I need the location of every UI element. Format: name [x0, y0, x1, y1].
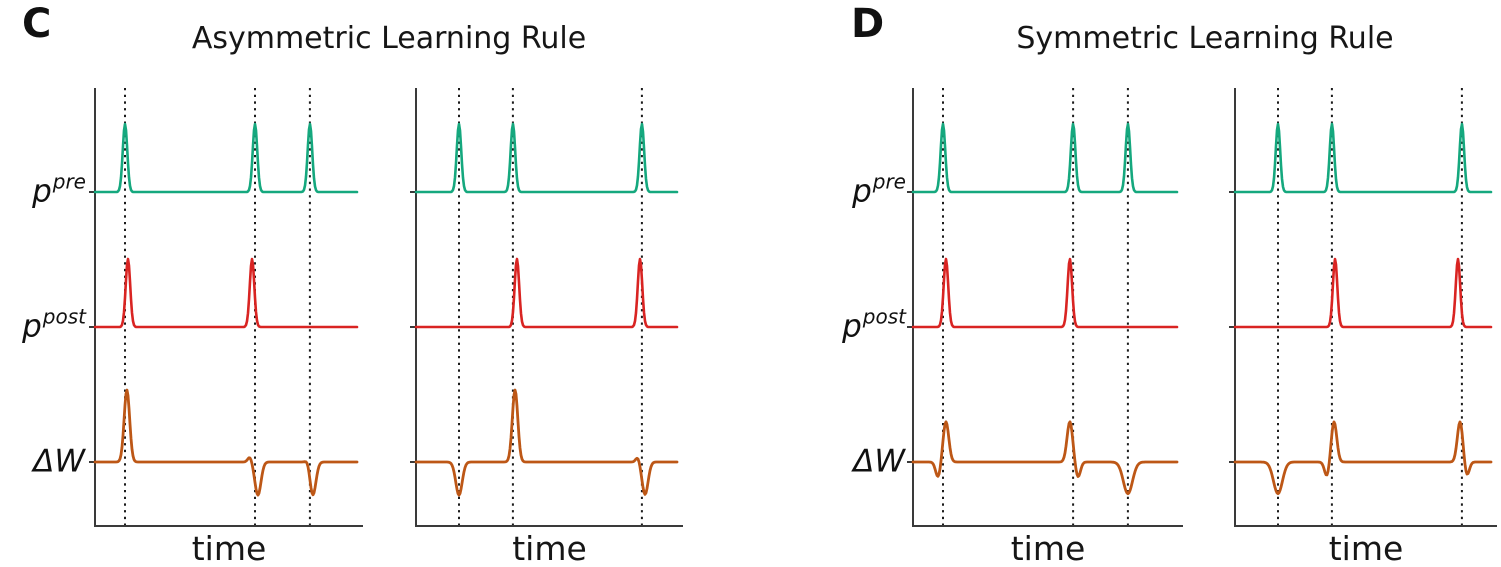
x-axis-label: time [512, 529, 587, 567]
panel-letter: D [851, 1, 885, 47]
x-axis-label: time [1010, 529, 1086, 567]
panel-title: Asymmetric Learning Rule [191, 21, 587, 56]
row-label-pre: ppre [852, 172, 906, 210]
panel-letter: C [22, 1, 52, 47]
axis-spine [912, 88, 1183, 527]
dw-trace [911, 420, 1179, 496]
row-label-base: p [842, 308, 862, 345]
row-label-dw: ΔW [853, 443, 906, 480]
row-label-superscript: post [42, 304, 86, 329]
pre-trace [414, 122, 679, 194]
dw-trace [414, 388, 679, 497]
dw-trace [93, 388, 359, 497]
row-label-base: p [852, 173, 872, 210]
pre-trace [93, 122, 359, 194]
row-label-dw: ΔW [33, 443, 86, 480]
row-label-superscript: pre [52, 169, 86, 194]
x-axis-label: time [191, 529, 267, 567]
post-trace [1233, 257, 1493, 329]
pre-trace [911, 122, 1179, 194]
axis-spine [415, 88, 683, 527]
row-label-pre: ppre [32, 172, 86, 210]
pre-trace [1233, 122, 1493, 194]
x-axis-label: time [1328, 529, 1404, 567]
row-label-base: ΔW [853, 443, 905, 480]
row-label-superscript: post [862, 304, 906, 329]
row-label-base: p [32, 173, 52, 210]
post-trace [414, 257, 679, 329]
axis-spine [1234, 88, 1497, 527]
dw-trace [1233, 420, 1493, 496]
row-label-base: p [22, 308, 42, 345]
row-label-post: ppost [842, 307, 906, 345]
panel-title: Symmetric Learning Rule [1016, 21, 1394, 56]
post-trace [93, 257, 359, 329]
axis-spine [94, 88, 363, 527]
row-label-post: ppost [22, 307, 86, 345]
post-trace [911, 257, 1179, 329]
row-label-superscript: pre [872, 169, 906, 194]
row-label-base: ΔW [33, 443, 85, 480]
